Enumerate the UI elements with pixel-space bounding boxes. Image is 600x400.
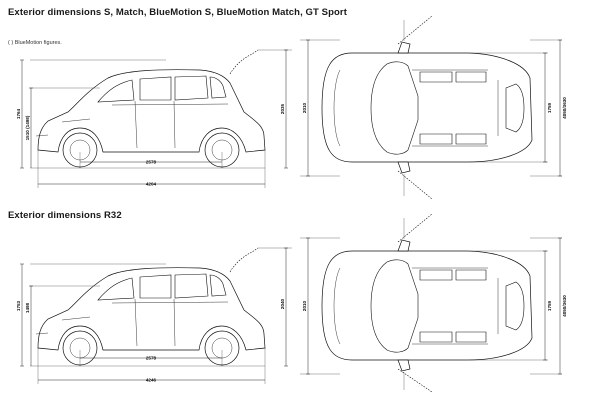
dim-track: 4050/3630 <box>562 97 567 119</box>
top-view-standard: 2010 1759 4050/3630 <box>300 15 567 200</box>
section-heading-r32: Exterior dimensions R32 <box>8 210 122 221</box>
dim-height-roof: 1510 (1498) <box>25 115 30 140</box>
dim-mirror-height: 2035 <box>280 103 285 114</box>
dim-height-roof: 1498 <box>25 302 30 313</box>
dim-width-mirrors: 2010 <box>302 102 307 113</box>
dim-track: 4050/3630 <box>562 295 567 317</box>
dim-length: 4204 <box>146 182 157 187</box>
dim-width-mirrors: 2010 <box>302 300 307 311</box>
dim-width-body: 1759 <box>547 300 552 311</box>
bluemotion-note: ( ) BlueMotion figures. <box>8 40 62 46</box>
top-view-r32: 2010 1759 4050/3630 <box>300 213 567 393</box>
hatchback-top-view-icon <box>321 41 533 174</box>
dim-height-overall: 1753 <box>16 300 21 311</box>
hatchback-top-view-icon <box>321 239 533 372</box>
side-view-r32: 2578 4246 1753 1498 2040 <box>16 247 292 384</box>
dim-length: 4246 <box>146 378 157 383</box>
dim-width-body: 1759 <box>547 102 552 113</box>
hatchback-side-view-icon <box>35 267 266 366</box>
dim-height-overall: 1764 <box>16 108 21 119</box>
hatchback-side-view-icon <box>35 69 266 168</box>
side-view-standard: 2578 4204 1764 1510 (1498) 2035 <box>16 49 292 188</box>
dim-wheelbase: 2578 <box>146 356 157 361</box>
dim-wheelbase: 2578 <box>146 160 157 165</box>
dim-mirror-height: 2040 <box>280 298 285 309</box>
section-heading-standard: Exterior dimensions S, Match, BlueMotion… <box>8 7 347 18</box>
